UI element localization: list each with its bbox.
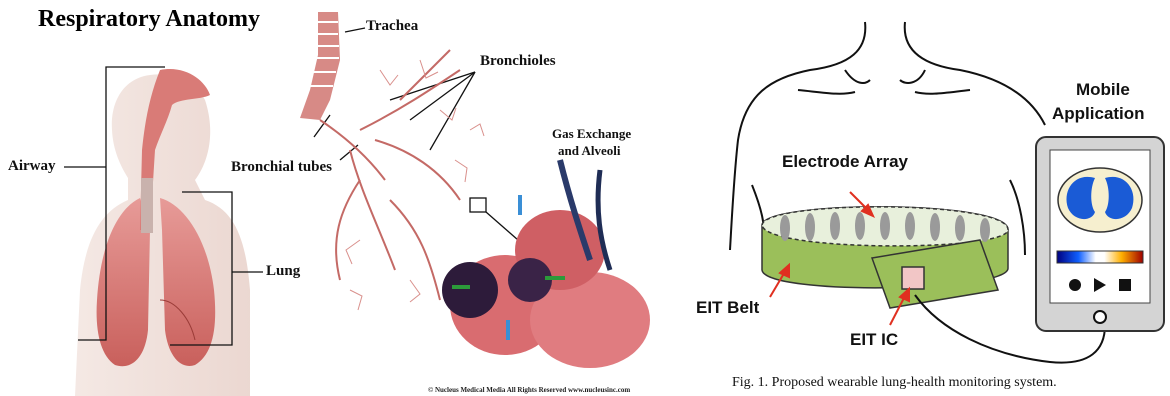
respiratory-anatomy-panel: Respiratory Anatomy Trachea Bronchioles … bbox=[0, 0, 690, 396]
system-diagram bbox=[690, 0, 1170, 396]
eit-ic-chip bbox=[902, 267, 924, 289]
gas-exchange-label-line1: Gas Exchange bbox=[552, 126, 631, 142]
mobile-label-line2: Application bbox=[1052, 104, 1145, 124]
colorbar bbox=[1057, 251, 1143, 263]
lung-eit-image bbox=[1058, 168, 1142, 232]
home-button-icon[interactable] bbox=[1094, 311, 1106, 323]
alveoli-cluster bbox=[442, 160, 650, 368]
mobile-label-line1: Mobile bbox=[1076, 80, 1130, 100]
copyright-credit: © Nucleus Medical Media All Rights Reser… bbox=[428, 386, 630, 394]
anatomy-illustration bbox=[0, 0, 690, 396]
record-icon[interactable] bbox=[1069, 279, 1081, 291]
figure-caption: Fig. 1. Proposed wearable lung-health mo… bbox=[732, 375, 1057, 391]
anatomy-title: Respiratory Anatomy bbox=[38, 6, 260, 33]
lung-label: Lung bbox=[266, 263, 300, 280]
gas-exchange-label-line2: and Alveoli bbox=[558, 143, 621, 159]
bronchial-tubes-label: Bronchial tubes bbox=[231, 159, 332, 176]
monitoring-system-panel: Mobile Application Electrode Array EIT B… bbox=[690, 0, 1170, 396]
eit-ic-label: EIT IC bbox=[850, 330, 898, 350]
eit-belt-label: EIT Belt bbox=[696, 298, 759, 318]
airway-label: Airway bbox=[8, 158, 56, 175]
mobile-device[interactable] bbox=[1036, 137, 1164, 331]
electrode-array bbox=[780, 212, 990, 242]
bronchioles-label: Bronchioles bbox=[480, 53, 556, 70]
eit-belt bbox=[762, 207, 1008, 308]
trachea-label: Trachea bbox=[366, 18, 418, 35]
stop-icon[interactable] bbox=[1119, 279, 1131, 291]
electrode-array-label: Electrode Array bbox=[782, 152, 908, 172]
